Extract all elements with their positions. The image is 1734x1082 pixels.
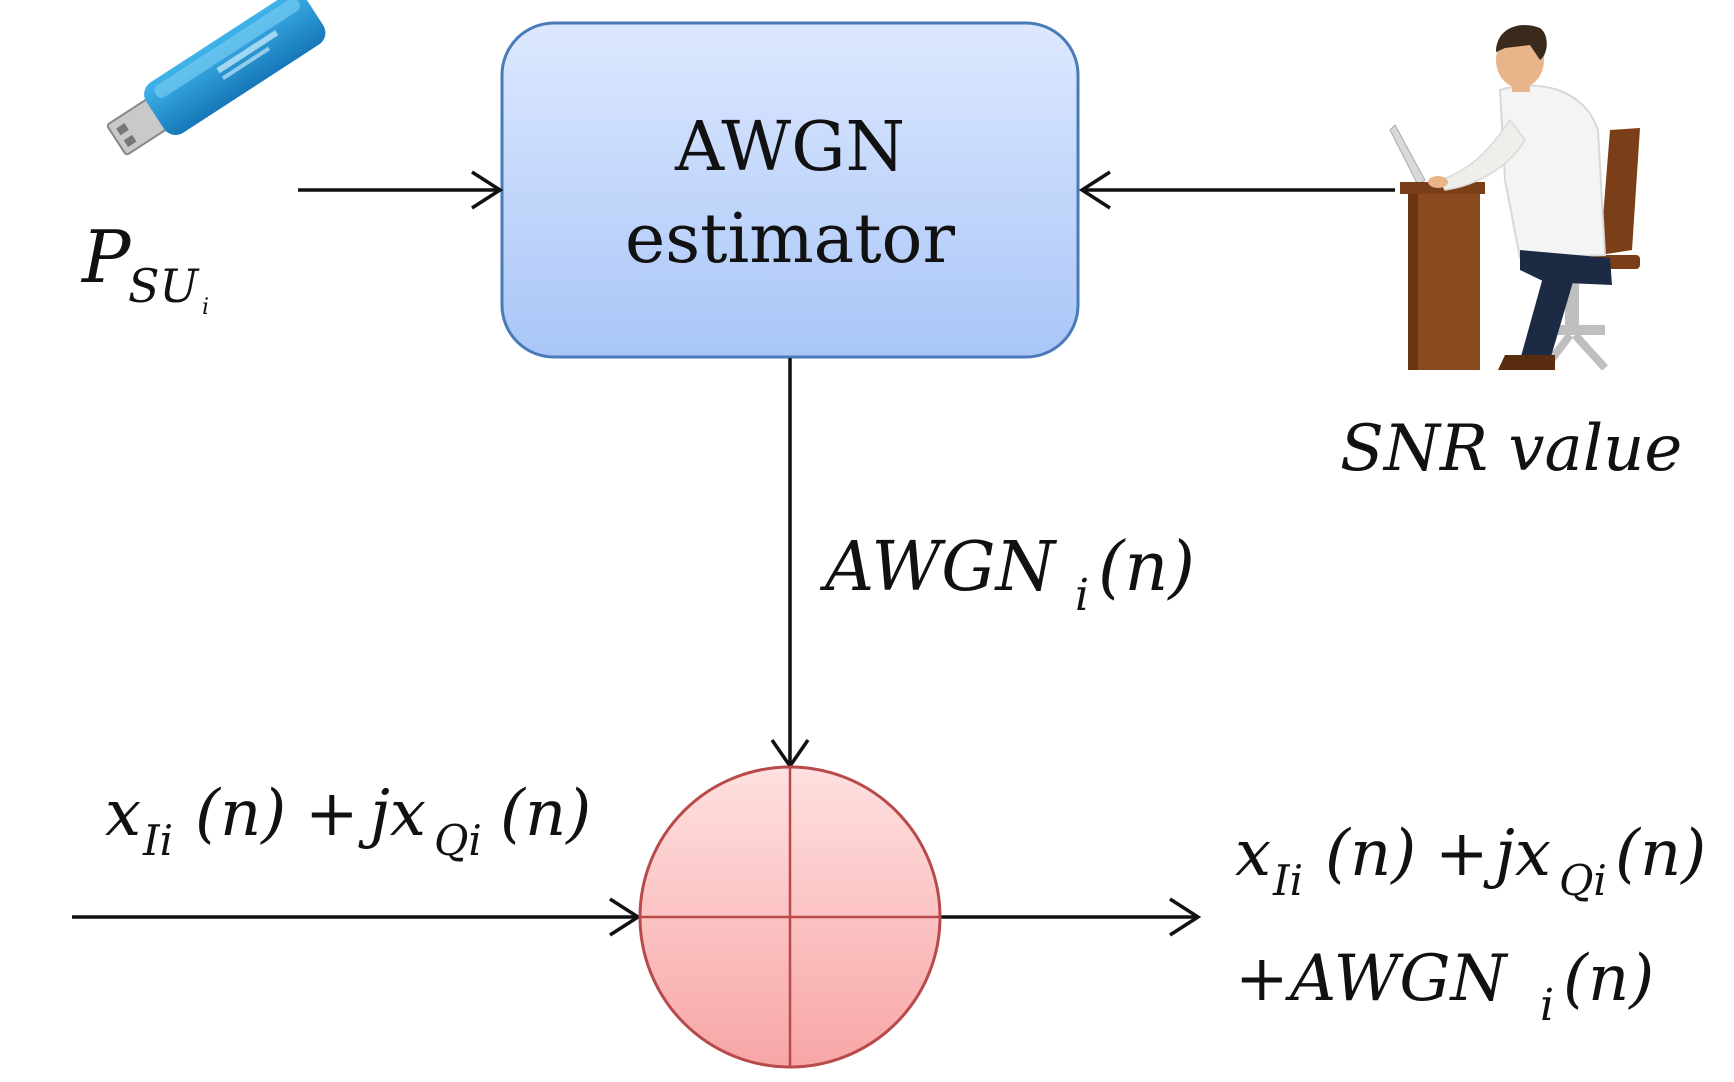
svg-text:i: i [202, 295, 209, 320]
svg-text:+: + [1435, 817, 1489, 891]
arrow-adder-to-output [940, 897, 1202, 937]
svg-text:jx: jx [1483, 817, 1551, 891]
arrow-input-to-adder [72, 897, 642, 937]
arrow-source-to-estimator [298, 170, 504, 210]
arrow-user-to-estimator [1078, 170, 1395, 210]
svg-text:(n): (n) [1563, 942, 1654, 1016]
svg-text:P: P [80, 215, 132, 299]
psu-label: P SU i [80, 215, 209, 320]
output-signal-label-line1: x Ii (n) + jx Qi (n) [1235, 817, 1706, 905]
input-signal-label: x Ii (n) + jx Qi (n) [105, 777, 591, 865]
svg-text:Ii: Ii [142, 816, 173, 865]
svg-text:jx: jx [358, 777, 426, 851]
svg-text:(n): (n) [500, 777, 591, 851]
svg-text:x: x [105, 777, 141, 851]
person-at-desk-icon [1389, 25, 1640, 371]
box-title-line2: estimator [625, 200, 956, 279]
svg-text:+: + [1235, 942, 1289, 1016]
svg-text:x: x [1235, 817, 1271, 891]
svg-text:(n): (n) [1325, 817, 1416, 891]
svg-text:i: i [1075, 570, 1089, 621]
svg-text:AWGN: AWGN [1285, 942, 1509, 1016]
svg-text:Qi: Qi [434, 816, 482, 865]
svg-text:i: i [1540, 980, 1554, 1031]
svg-text:Ii: Ii [1272, 856, 1303, 905]
adder-circle [638, 765, 942, 1069]
svg-text:(n): (n) [195, 777, 286, 851]
svg-text:Qi: Qi [1559, 856, 1607, 905]
svg-text:(n): (n) [1615, 817, 1706, 891]
snr-value-label: SNR value [1340, 412, 1682, 486]
awgn-signal-label: AWGN i (n) [819, 528, 1195, 621]
output-signal-label-line2: + AWGN i (n) [1235, 942, 1654, 1031]
svg-text:+: + [305, 777, 359, 851]
box-title-line1: AWGN [674, 108, 905, 187]
svg-text:SU: SU [128, 259, 201, 313]
arrow-estimator-to-adder [770, 358, 810, 770]
svg-text:(n): (n) [1098, 528, 1195, 607]
svg-text:AWGN: AWGN [819, 528, 1058, 607]
awgn-estimator-box [500, 21, 1080, 359]
usb-dongle-icon [106, 0, 326, 156]
